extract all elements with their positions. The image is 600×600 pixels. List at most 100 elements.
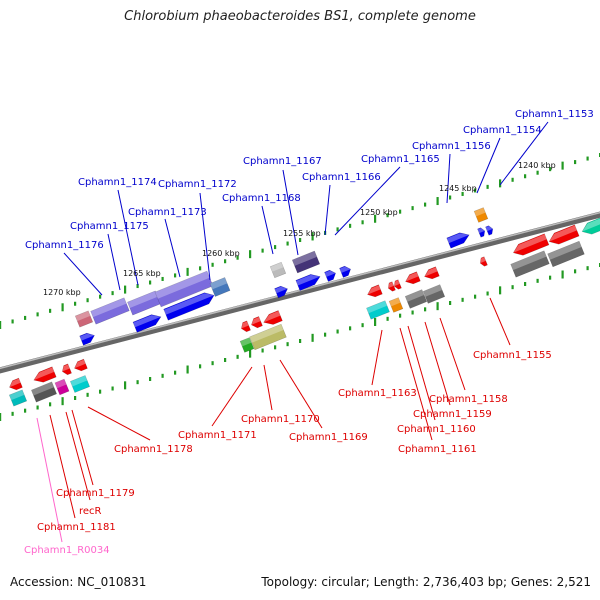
forward-tick (486, 184, 489, 189)
gene-box-reverse (239, 337, 255, 353)
gene-box-reverse-body (388, 297, 404, 313)
reverse-tick (374, 318, 377, 326)
label-leader (324, 184, 331, 236)
gene-box-reverse-body (422, 284, 446, 304)
gene-box-reverse-body (404, 289, 428, 309)
gene-arrow-reverse (405, 271, 421, 285)
gene-box-forward-shine (270, 262, 284, 272)
gene-box-reverse-body (510, 250, 550, 278)
gene-box-forward-shine (292, 251, 317, 266)
gene-label: Cphamn1_1175 (70, 221, 149, 232)
label-leader (263, 364, 273, 411)
label-leader (424, 321, 451, 406)
gene-box-reverse (388, 297, 404, 313)
gene-label: Cphamn1_1153 (515, 109, 594, 120)
label-leader-lines (36, 121, 549, 543)
gene-arrow-reverse (548, 224, 580, 245)
reverse-tick (99, 389, 102, 394)
gene-box-reverse (249, 323, 287, 351)
reverse-tick (24, 408, 27, 413)
reverse-tick (124, 381, 127, 390)
gene-arrow-reverse-body (367, 284, 383, 298)
gene-arrow-reverse-shine (513, 234, 547, 253)
gene-label: Cphamn1_1174 (78, 177, 157, 188)
reverse-tick (136, 380, 139, 385)
gene-arrow-reverse-shine (480, 257, 486, 264)
forward-tick (424, 202, 427, 207)
gene-box-reverse-shine (510, 250, 547, 271)
gene-label: Cphamn1_1181 (37, 522, 116, 533)
reverse-tick (449, 301, 452, 305)
reverse-tick (61, 397, 64, 406)
reverse-tick (499, 286, 502, 295)
gene-arrow-reverse (367, 284, 383, 298)
backbone-line (0, 211, 600, 374)
gene-label: Cphamn1_1178 (114, 444, 193, 455)
gene-box-forward-body (473, 207, 489, 223)
gene-arrow-forward (339, 265, 351, 278)
label-leader (211, 366, 253, 427)
forward-tick (211, 262, 214, 267)
reverse-tick (236, 354, 239, 359)
forward-tick (561, 161, 564, 170)
gene-arrow-forward (324, 269, 336, 282)
forward-tick (286, 241, 289, 246)
gene-arrow-forward-shine (79, 333, 95, 341)
gene-label: Cphamn1_1170 (241, 414, 320, 425)
gene-box-forward-body (269, 261, 287, 279)
gene-arrow-reverse-body (479, 256, 488, 267)
gene-arrow-reverse-shine (241, 321, 249, 329)
gene-box-reverse-body (8, 389, 28, 407)
forward-tick (11, 319, 14, 324)
gene-arrow-forward-body (163, 292, 215, 321)
forward-tick (86, 298, 89, 303)
gene-label: Cphamn1_1176 (25, 240, 104, 251)
gene-arrow-reverse-body (424, 266, 440, 280)
reverse-tick (0, 413, 2, 421)
reverse-tick (349, 326, 352, 331)
forward-tick (236, 255, 239, 260)
gene-box-forward (473, 207, 489, 223)
reverse-tick (436, 302, 439, 311)
gene-box-reverse (366, 300, 390, 320)
gene-box-reverse-shine (547, 241, 582, 260)
forward-tick (474, 188, 477, 193)
gene-arrow-reverse (74, 358, 88, 372)
label-leader (499, 121, 549, 186)
forward-tick (549, 167, 552, 172)
reverse-tick (36, 405, 39, 410)
gene-arrow-forward-shine (477, 228, 485, 234)
gene-arrow-reverse (251, 316, 263, 329)
gene-box-reverse-shine (423, 284, 443, 297)
reverse-tick (11, 411, 14, 416)
reverse-tick (474, 294, 477, 299)
reverse-tick (86, 392, 89, 397)
gene-arrow-reverse (33, 366, 57, 383)
reverse-tick (199, 364, 202, 369)
gene-box-reverse-shine (366, 300, 388, 314)
label-leader (476, 137, 501, 194)
gene-arrow-forward-shine (324, 270, 336, 277)
gene-arrow-forward (163, 292, 215, 321)
reverse-tick (324, 332, 327, 337)
gene-arrow-reverse-body (393, 279, 402, 290)
label-leader (489, 297, 511, 346)
gene-label: Cphamn1_1166 (302, 172, 381, 183)
gene-arrow-reverse-shine (367, 285, 381, 295)
forward-tick (299, 238, 302, 242)
gene-label: Cphamn1_1171 (178, 430, 257, 441)
label-leader (261, 205, 274, 255)
reverse-tick (299, 339, 302, 343)
gene-label: Cphamn1_1158 (429, 394, 508, 405)
reverse-tick (524, 282, 527, 286)
reverse-tick (261, 348, 264, 353)
gene-arrow-forward-body (485, 225, 494, 236)
gene-arrow-forward (446, 232, 470, 249)
reverse-tick (361, 323, 364, 328)
gene-arrow-reverse-shine (9, 378, 21, 388)
gene-arrow-reverse (512, 233, 550, 256)
gene-label: Cphamn1_R0034 (24, 545, 110, 556)
gene-arrow-forward (477, 227, 486, 238)
forward-tick (524, 174, 527, 179)
gene-arrow-reverse-body (548, 224, 580, 245)
